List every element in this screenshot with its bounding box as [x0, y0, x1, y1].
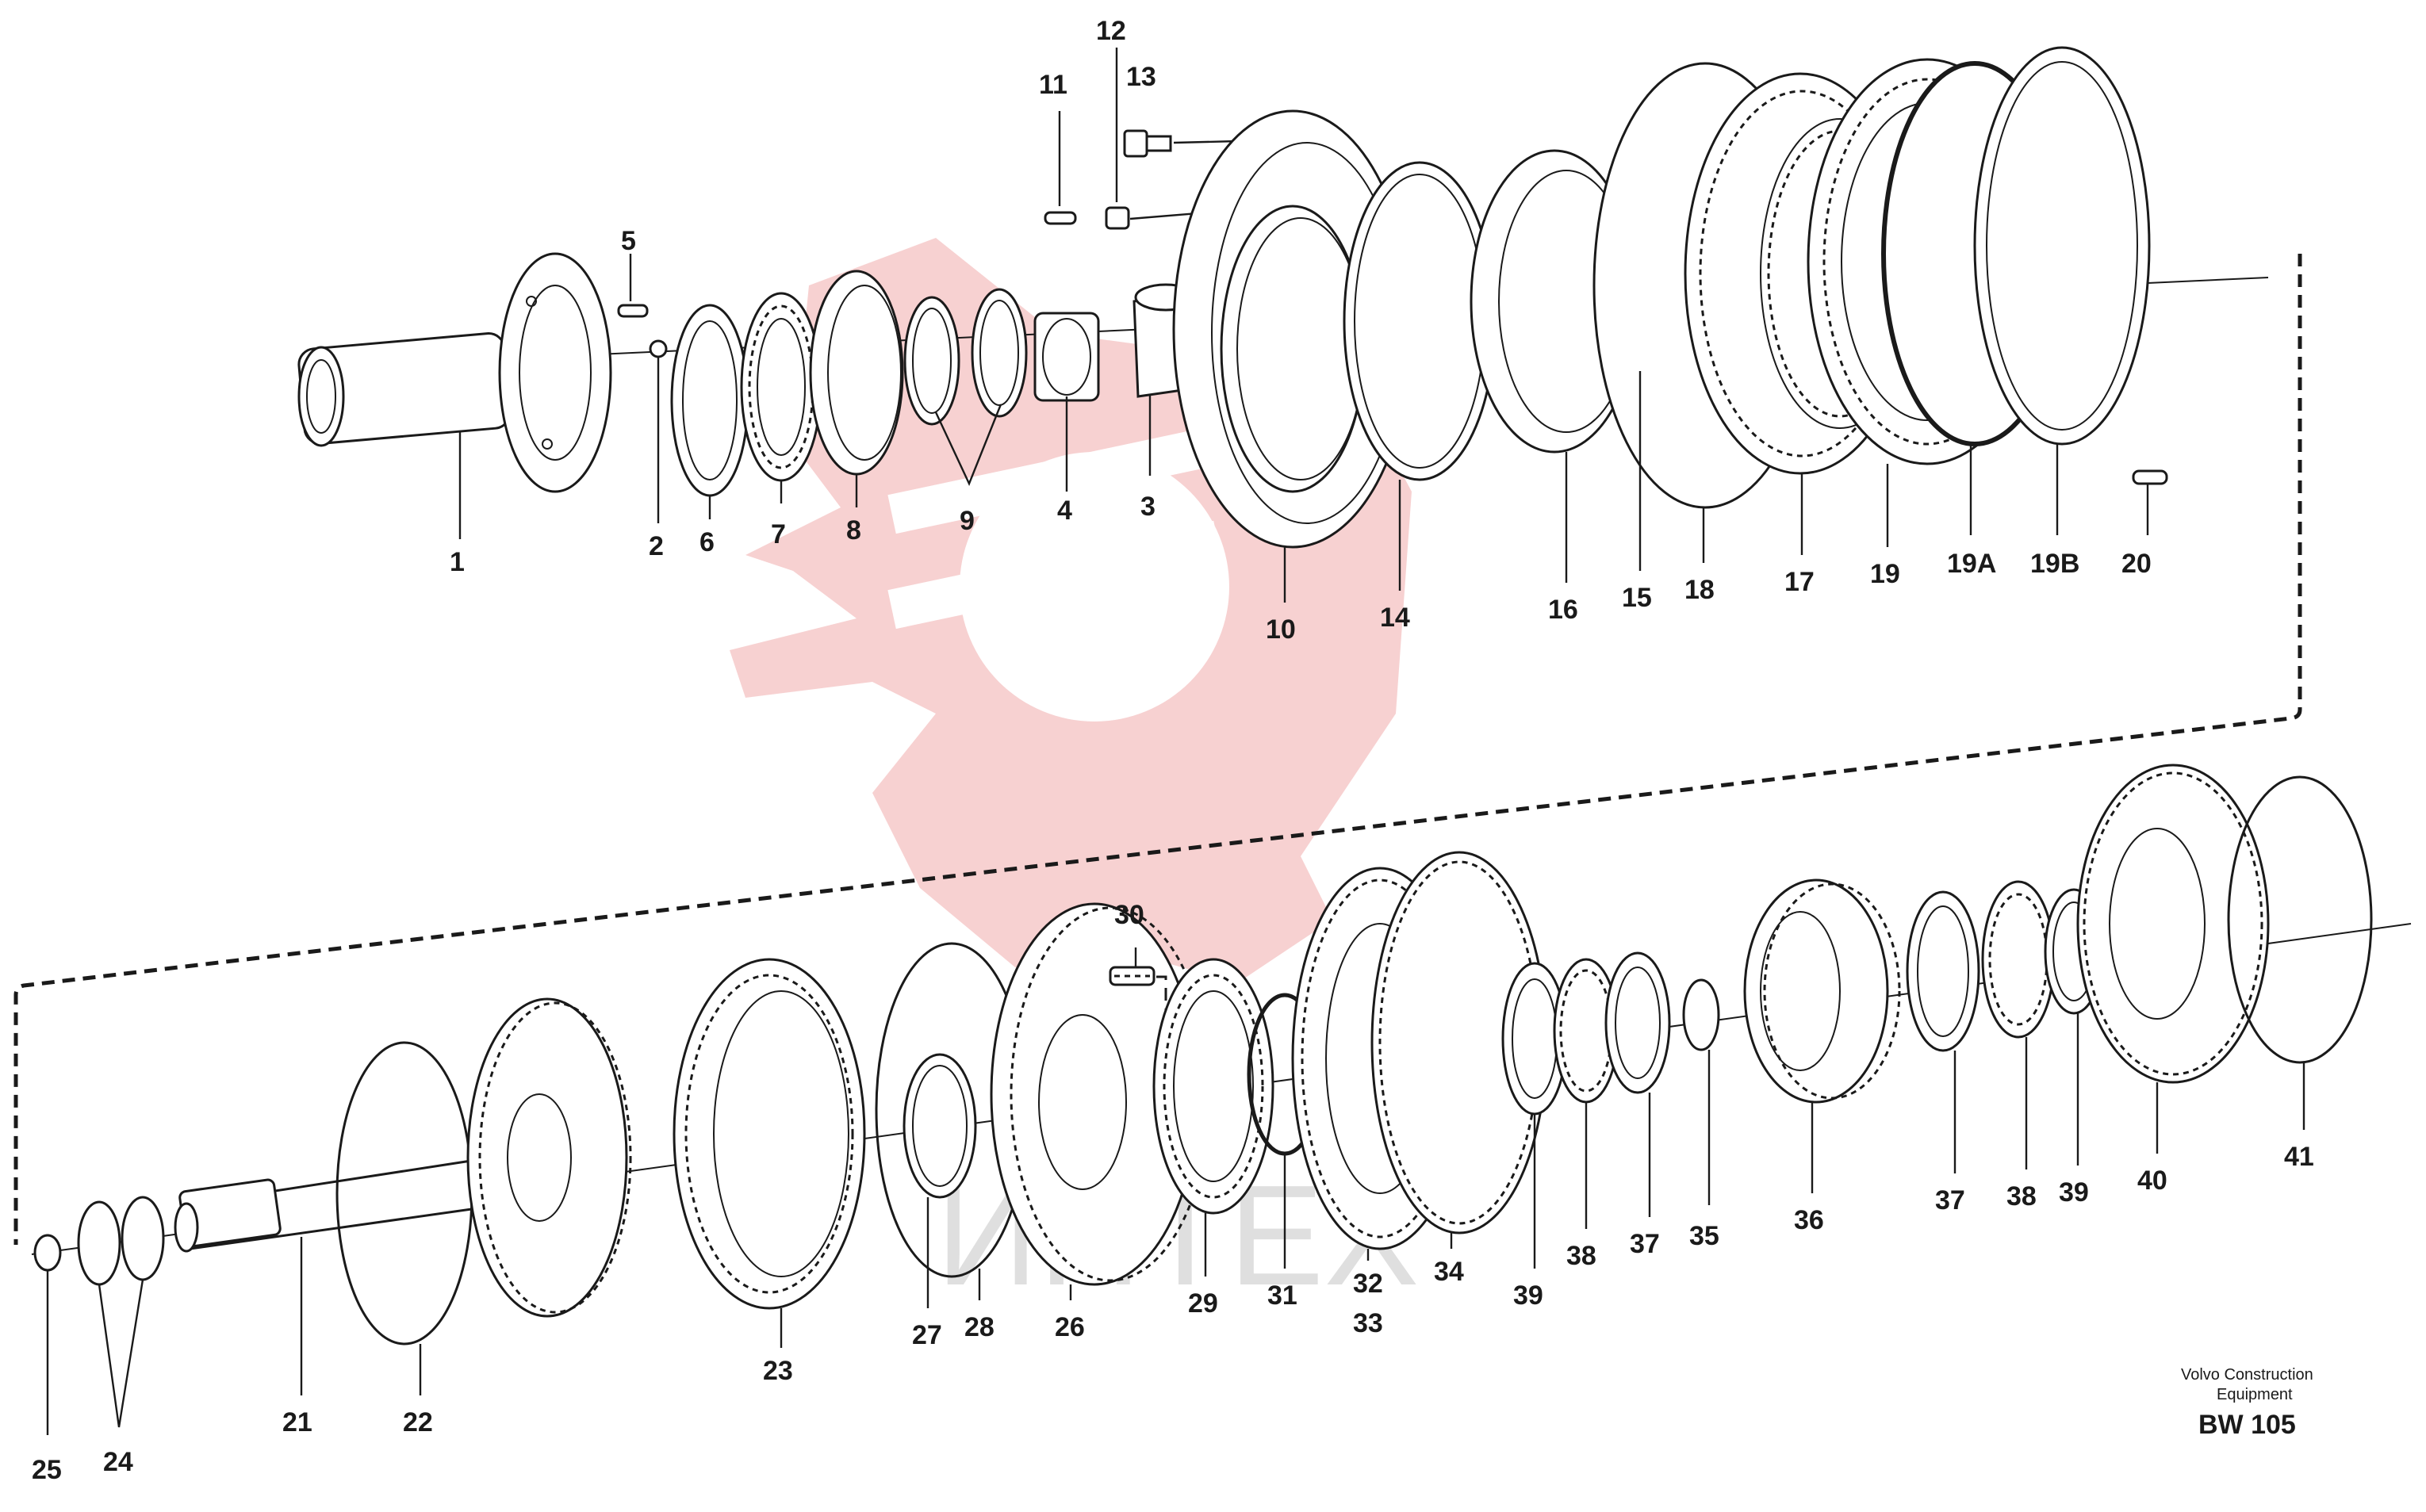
label-2: 2	[649, 531, 664, 561]
part-36-clutch-hub	[1743, 878, 1901, 1104]
footer-code: BW 105	[2198, 1410, 2296, 1440]
part-19b-flange	[1973, 46, 2151, 446]
part-38-bearing-right	[1981, 880, 2056, 1039]
leader-lines	[46, 48, 2305, 1435]
label-12: 12	[1096, 16, 1126, 46]
label-20: 20	[2121, 549, 2152, 579]
part-37-ring-right	[1906, 890, 1980, 1052]
part-2-ball	[649, 339, 668, 358]
label-31: 31	[1267, 1280, 1297, 1311]
label-9: 9	[960, 506, 975, 536]
part-labels: 1 2 6 7 8 9 4 3 5 11 12 13 10 14 16 15 1…	[32, 16, 2314, 1485]
label-33: 33	[1353, 1308, 1383, 1338]
label-30: 30	[1114, 900, 1144, 930]
label-22: 22	[403, 1407, 433, 1437]
label-19b: 19B	[2030, 549, 2079, 579]
label-39b: 39	[2059, 1177, 2089, 1208]
part-21-output-shaft	[174, 1156, 501, 1253]
label-10: 10	[1266, 614, 1296, 645]
label-37a: 37	[1630, 1229, 1660, 1259]
part-27-ring	[903, 1053, 977, 1199]
label-17: 17	[1784, 567, 1815, 597]
part-11-pin	[1044, 211, 1077, 225]
label-36: 36	[1794, 1205, 1824, 1235]
label-3: 3	[1140, 492, 1156, 522]
label-23: 23	[763, 1356, 793, 1386]
label-24: 24	[103, 1447, 133, 1477]
part-23-ring-gear	[673, 958, 866, 1310]
part-37-ring	[1604, 951, 1671, 1094]
part-5-pin	[617, 304, 649, 318]
label-41: 41	[2284, 1142, 2314, 1172]
label-4: 4	[1057, 496, 1072, 526]
part-35-o-ring	[1682, 978, 1720, 1051]
part-13-bolt	[1123, 129, 1172, 158]
part-25-snap-ring	[33, 1234, 62, 1272]
part-8-race	[809, 270, 904, 476]
label-28: 28	[964, 1312, 995, 1342]
label-6: 6	[699, 527, 715, 557]
label-15: 15	[1622, 583, 1652, 613]
label-8: 8	[846, 515, 861, 545]
part-10-cover-plate	[1172, 109, 1413, 549]
label-21: 21	[282, 1407, 312, 1437]
label-1: 1	[450, 547, 465, 577]
label-34: 34	[1434, 1257, 1464, 1287]
part-30-spring	[1109, 966, 1156, 986]
part-4-needle-cage	[1033, 312, 1100, 402]
label-39a: 39	[1513, 1280, 1543, 1311]
label-18: 18	[1684, 575, 1715, 605]
label-40: 40	[2137, 1166, 2167, 1196]
label-29: 29	[1188, 1288, 1218, 1319]
label-7: 7	[771, 519, 786, 549]
part-20-pin	[2132, 469, 2168, 485]
label-38b: 38	[2006, 1181, 2037, 1212]
label-38a: 38	[1566, 1241, 1596, 1271]
part-24-o-rings	[77, 1196, 165, 1286]
part-40-gear-drum	[2076, 764, 2270, 1084]
label-27: 27	[912, 1320, 942, 1350]
row-connector-dashed	[13, 254, 2302, 1245]
part-7-needle-bearing	[740, 292, 822, 482]
label-14: 14	[1380, 603, 1410, 633]
label-5: 5	[621, 226, 636, 256]
footer-branding: Volvo Construction Equipment BW 105	[2181, 1366, 2313, 1440]
label-16: 16	[1548, 595, 1578, 625]
part-6-thrust-washer	[670, 304, 749, 497]
part-29-spring-plate	[1152, 958, 1274, 1215]
label-19: 19	[1870, 559, 1900, 589]
label-26: 26	[1055, 1312, 1085, 1342]
part-1-input-shaft	[297, 252, 612, 493]
part-41-circlip	[2227, 775, 2373, 1064]
label-32: 32	[1353, 1269, 1383, 1299]
label-11: 11	[1039, 70, 1067, 100]
part-9-o-rings	[903, 288, 1028, 426]
label-37b: 37	[1935, 1185, 1965, 1215]
footer-company-line2: Equipment	[2217, 1386, 2293, 1403]
label-19a: 19A	[1947, 549, 1996, 579]
part-12-dowel	[1105, 206, 1130, 230]
label-25: 25	[32, 1455, 62, 1485]
part-21-gear-flange	[466, 997, 632, 1318]
label-35: 35	[1689, 1221, 1719, 1251]
footer-company-line1: Volvo Construction	[2181, 1366, 2313, 1384]
label-13: 13	[1126, 62, 1156, 92]
